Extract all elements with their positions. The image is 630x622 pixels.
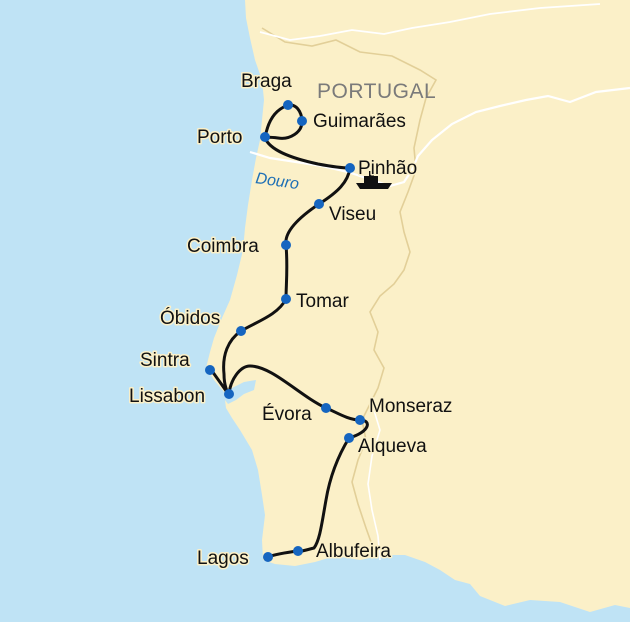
city-label-monseraz: Monseraz <box>369 396 452 417</box>
stop-obidos[interactable] <box>236 326 246 336</box>
route-stops <box>205 100 365 562</box>
city-label-tomar: Tomar <box>296 291 349 312</box>
stop-evora[interactable] <box>321 403 331 413</box>
stop-guimaraes[interactable] <box>297 116 307 126</box>
city-label-porto: Porto <box>197 127 242 148</box>
stop-braga[interactable] <box>283 100 293 110</box>
stop-albufeira[interactable] <box>293 546 303 556</box>
ship-icon <box>356 171 392 189</box>
city-label-lagos: Lagos <box>197 548 249 569</box>
city-label-sintra: Sintra <box>140 350 190 371</box>
stop-alqueva[interactable] <box>344 433 354 443</box>
city-label-evora: Évora <box>262 404 312 425</box>
stop-tomar[interactable] <box>281 294 291 304</box>
country-label: PORTUGAL <box>317 80 436 103</box>
river-label-douro: Douro <box>254 170 300 193</box>
city-label-alqueva: Alqueva <box>358 436 427 457</box>
stop-sintra[interactable] <box>205 365 215 375</box>
city-label-coimbra: Coimbra <box>187 236 259 257</box>
stop-lagos[interactable] <box>263 552 273 562</box>
stop-porto[interactable] <box>260 132 270 142</box>
city-label-guimaraes: Guimarães <box>313 111 406 132</box>
stop-coimbra[interactable] <box>281 240 291 250</box>
city-label-viseu: Viseu <box>329 204 376 225</box>
city-label-albufeira: Albufeira <box>316 541 391 562</box>
city-label-lissabon: Lissabon <box>129 386 205 407</box>
city-label-pinhao: Pinhão <box>358 158 417 179</box>
land <box>206 0 630 612</box>
guadiana-river <box>367 403 381 561</box>
stop-monseraz[interactable] <box>355 415 365 425</box>
city-label-obidos: Óbidos <box>160 307 220 329</box>
minho-river <box>259 3 601 41</box>
stop-viseu[interactable] <box>314 199 324 209</box>
stop-lissabon[interactable] <box>224 389 234 399</box>
city-label-braga: Braga <box>241 71 292 92</box>
country-border <box>261 27 438 557</box>
stop-pinhao[interactable] <box>345 163 355 173</box>
